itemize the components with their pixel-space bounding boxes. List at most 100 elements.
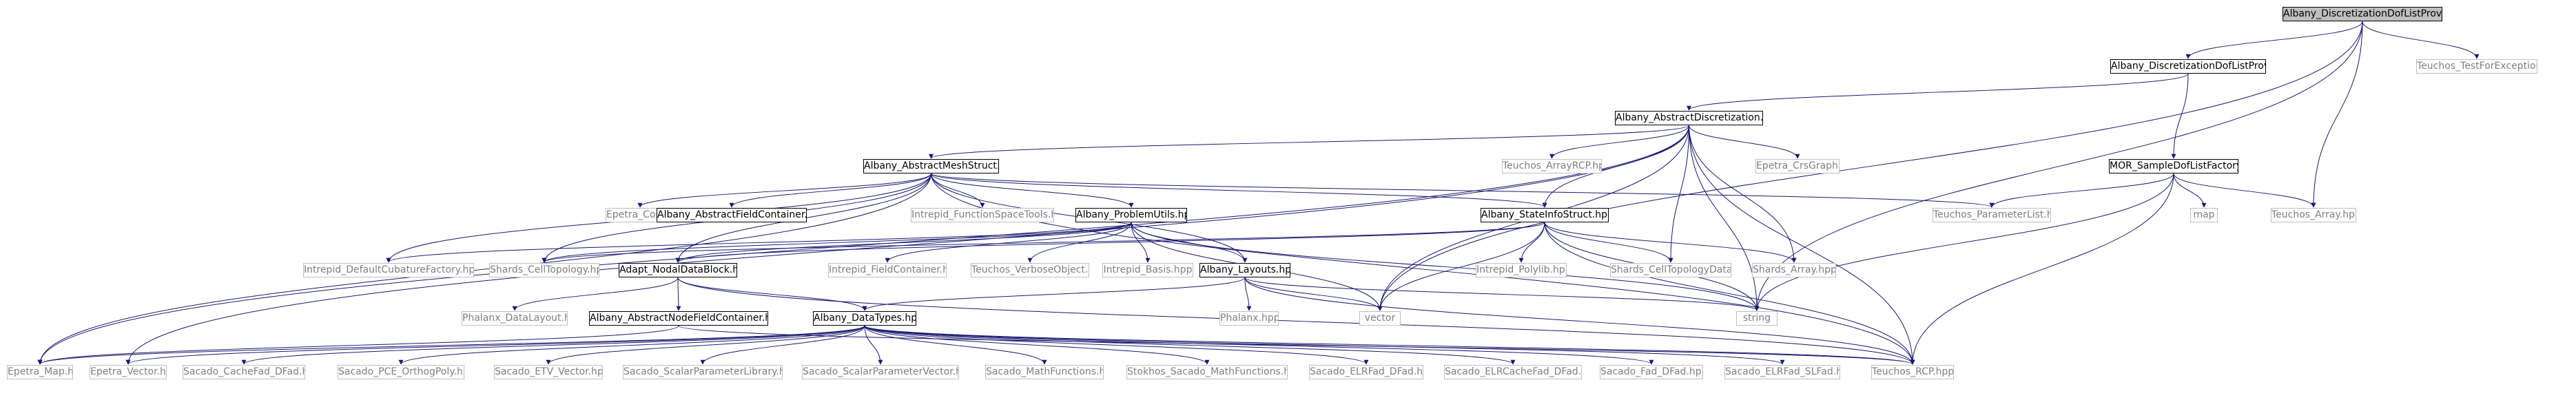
node-sacado-elrfad-slfad: Sacado_ELRFad_SLFad.hpp [1724,365,1840,379]
node-albany-layouts[interactable]: Albany_Layouts.hpp [1199,263,1290,277]
edge-n28-to-n33 [125,325,865,365]
edge-n27-to-n32 [37,325,679,365]
node-teuchos-rcp: Teuchos_RCP.hpp [1871,365,1954,379]
edge-n18-to-n28 [677,277,867,311]
edge-n0-to-n1 [2185,21,2363,59]
edge-n28-to-n41 [864,325,1369,365]
edge-n22-to-n28 [862,277,1246,311]
node-stokhos-sacado-mathfunctions: Stokhos_Sacado_MathFunctions.hpp [1126,365,1288,379]
edge-n28-to-n43 [864,325,1654,365]
node-epetra-map: Epetra_Map.h [7,365,73,379]
edge-n14-to-n17 [542,222,1132,263]
node-vector: vector [1359,311,1401,326]
edge-n4-to-n8 [1989,173,2174,208]
node-albany-abstract-meshstruct[interactable]: Albany_AbstractMeshStruct.hpp [863,159,999,173]
edge-n28-to-n39 [864,325,1047,365]
edge-n5-to-n32 [37,173,931,365]
node-albany-problemutils[interactable]: Albany_ProblemUtils.hpp [1075,208,1187,222]
edge-n5-to-n13 [931,173,985,208]
node-shards-celltopology: Shards_CellTopology.hpp [489,263,599,277]
edge-n18-to-n26 [512,277,679,311]
edge-n4-to-n10 [2173,173,2316,208]
node-teuchos-array: Teuchos_Array.hpp [2271,208,2356,222]
node-sacado-scalarparameterlibrary: Sacado_ScalarParameterLibrary.hpp [623,365,783,379]
edge-n3-to-n7 [1689,125,1800,159]
node-albany-stateinfostruct[interactable]: Albany_StateInfoStruct.hpp [1481,208,1609,222]
edge-n22-to-n31 [1244,277,1760,311]
edge-n3-to-n6 [1549,125,1689,159]
edge-n4-to-n9 [2173,173,2207,208]
edge-n22-to-n30 [1244,277,1383,311]
edge-n28-to-n45 [864,325,1915,365]
node-albany-abstractfieldcontainer[interactable]: Albany_AbstractFieldContainer.hpp [657,208,807,222]
edge-n3-to-n25 [1689,125,1797,263]
node-intrepid-basis: Intrepid_Basis.hpp [1102,263,1193,277]
edge-n18-to-n45 [677,277,1915,365]
node-phalanx: Phalanx.hpp [1219,311,1279,326]
edge-n4-to-n45 [1910,173,2174,365]
edge-n15-to-n45 [1544,222,1915,365]
edge-n5-to-n11 [637,173,931,208]
node-teuchos-verboseobject: Teuchos_VerboseObject.hpp [971,263,1089,277]
edge-n3-to-n45 [1689,125,1915,365]
node-albany-abstractnodefieldcontainer[interactable]: Albany_AbstractNodeFieldContainer.hpp [589,311,768,326]
edge-n28-to-n34 [241,325,865,365]
edge-n28-to-n40 [864,325,1210,365]
node-albany-discretization-doflist-provider-hpp[interactable]: Albany_DiscretizationDofListProvider.hpp [2110,59,2266,74]
edge-n15-to-n24 [1544,222,1673,263]
node-shards-celltopologydata: Shards_CellTopologyData.h [1610,263,1731,277]
node-epetra-crsgraph: Epetra_CrsGraph.h [1755,159,1840,173]
edge-n14-to-n22 [1131,222,1248,263]
edge-n28-to-n36 [546,325,865,365]
node-mor-sampledoflistfactory[interactable]: MOR_SampleDofListFactory.hpp [2109,159,2238,173]
node-sacado-pce-orthogpoly: Sacado_PCE_OrthogPoly.hpp [338,365,464,379]
node-shards-array: Shards_Array.hpp [1752,263,1836,277]
node-adapt-nodaldatablock[interactable]: Adapt_NodalDataBlock.hpp [619,263,737,277]
node-sacado-scalarparametervector: Sacado_ScalarParameterVector.hpp [802,365,959,379]
node-teuchos-arrayrcp: Teuchos_ArrayRCP.hpp [1502,159,1602,173]
edge-n5-to-n15 [931,173,1547,208]
edge-n15-to-n25 [1544,222,1797,263]
edge-n5-to-n12 [729,173,931,208]
edge-n28-to-n37 [700,325,865,365]
edge-n18-to-n27 [676,277,681,311]
edge-n14-to-n16 [386,222,1132,263]
node-root-cpp[interactable]: Albany_DiscretizationDofListProvider.cpp [2283,7,2442,21]
node-epetra-vector: Epetra_Vector.h [90,365,167,379]
node-sacado-fad-dfad: Sacado_Fad_DFad.hpp [1600,365,1703,379]
node-map: map [2190,208,2218,222]
node-albany-abstract-discretization[interactable]: Albany_AbstractDiscretization.hpp [1615,111,1763,125]
node-intrepid-functionspacetools: Intrepid_FunctionSpaceTools.hpp [911,208,1054,222]
edge-n14-to-n19 [885,222,1132,263]
node-sacado-elrfad-dfad: Sacado_ELRFad_DFad.hpp [1309,365,1423,379]
edge-n15-to-n18 [675,222,1545,263]
edge-n0-to-n2 [2362,21,2480,59]
edge-n15-to-n30 [1377,222,1545,311]
edge-n15-to-n17 [542,222,1545,263]
edge-n15-to-n23 [1518,222,1545,263]
node-intrepid-polylib: Intrepid_Polylib.hpp [1476,263,1567,277]
node-albany-datatypes[interactable]: Albany_DataTypes.hpp [813,311,916,326]
edge-n22-to-n45 [1244,277,1915,365]
node-sacado-mathfunctions: Sacado_MathFunctions.hpp [985,365,1104,379]
edge-n22-to-n29 [1244,277,1252,311]
node-phalanx-datalayout: Phalanx_DataLayout.hpp [462,311,568,326]
node-sacado-etv-vector: Sacado_ETV_Vector.hpp [494,365,603,379]
edge-n1-to-n3 [1687,73,2189,111]
edge-n1-to-n4 [2171,73,2189,159]
edge-n0-to-n31 [1754,21,2363,311]
edge-n5-to-n14 [931,173,1134,208]
edge-n28-to-n35 [398,325,865,365]
edge-n28-to-n44 [864,325,1785,365]
edge-n14-to-n20 [1027,222,1132,263]
edge-n3-to-n31 [1689,125,1760,311]
edge-n14-to-n21 [1131,222,1151,263]
node-teuchos-testforexception: Teuchos_TestForException.hpp [2416,59,2537,74]
edge-n5-to-n8 [931,173,1995,208]
edge-n14-to-n18 [675,222,1132,263]
edge-n3-to-n5 [929,125,1689,159]
edge-n14-to-n31 [1131,222,1760,311]
edge-n4-to-n31 [1754,173,2174,311]
edge-n28-to-n38 [864,325,883,365]
edge-n0-to-n30 [1377,21,2363,311]
